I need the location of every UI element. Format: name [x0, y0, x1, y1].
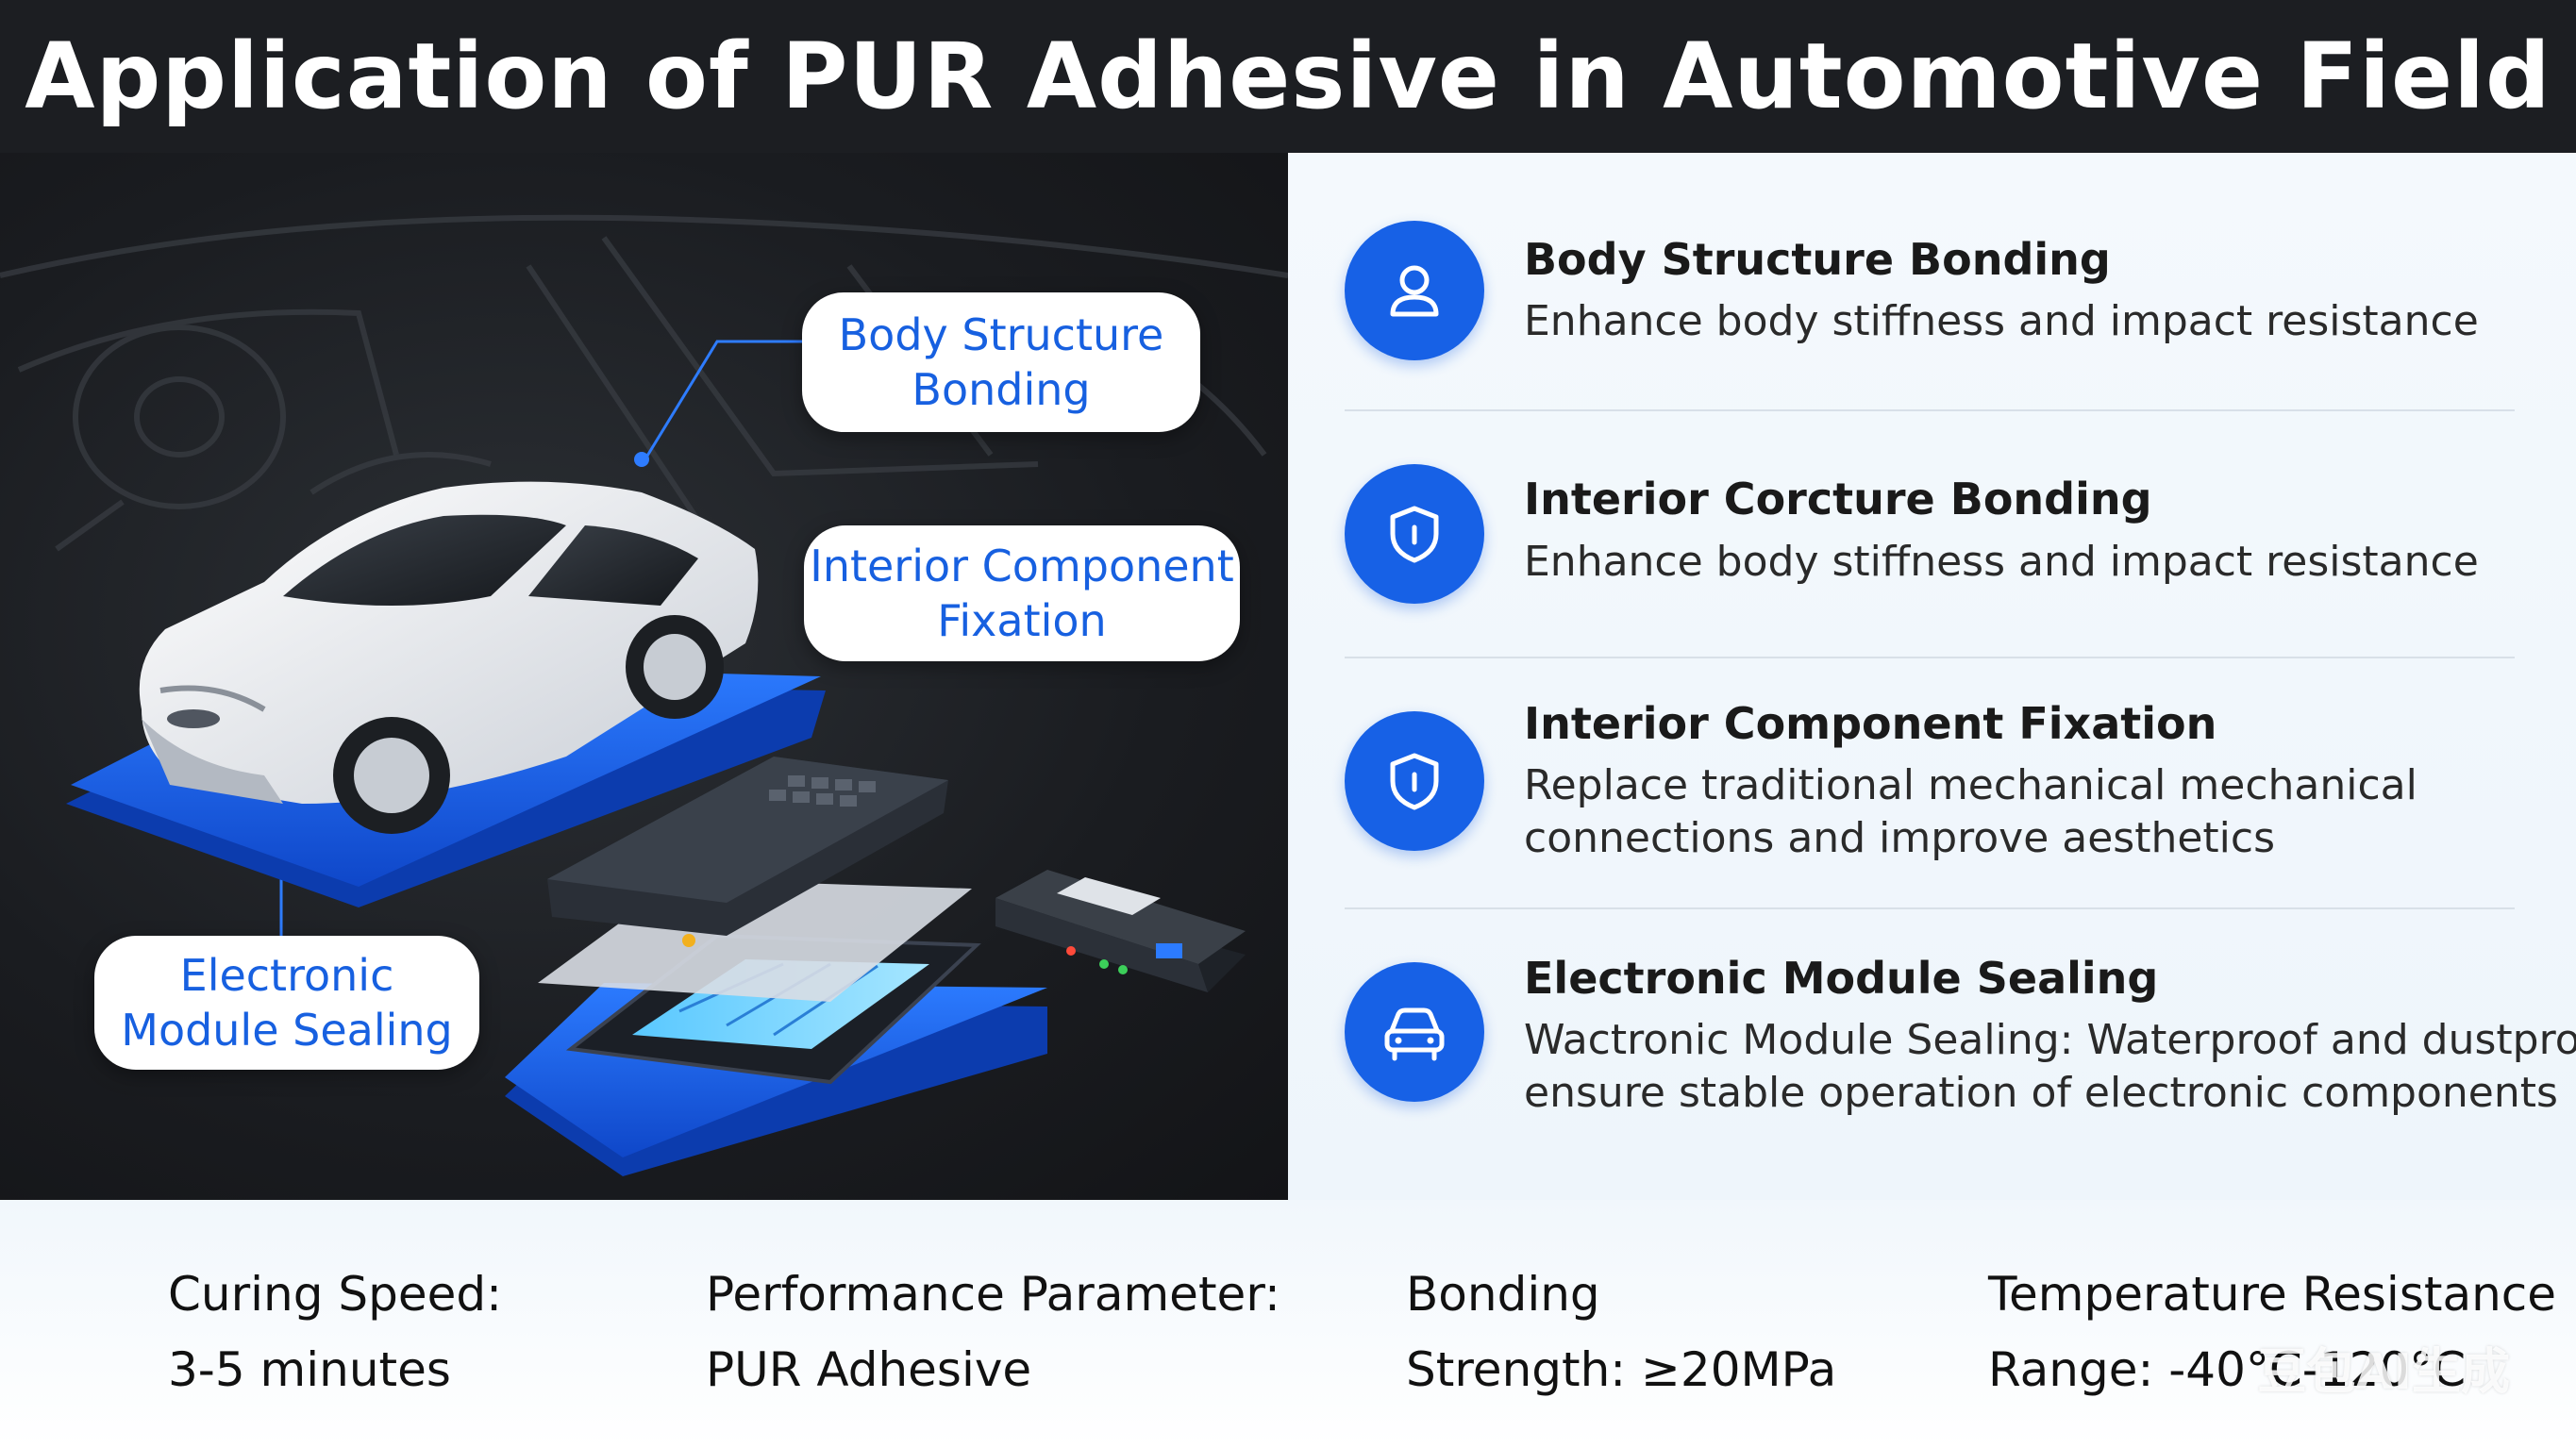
spec-value: Range: -40°C-120°C [1988, 1342, 2467, 1397]
spec-value: PUR Adhesive [706, 1342, 1032, 1397]
spec-temperature-resistance: Temperature Resistance Range: -40°C-120°… [1988, 1257, 2556, 1407]
connector-dot [634, 452, 649, 467]
divider [1345, 907, 2515, 909]
callout-line: Module Sealing [121, 1005, 453, 1056]
control-unit-box [995, 870, 1246, 992]
application-description: ensure stable operation of electronic co… [1524, 1069, 2558, 1117]
applications-list: Body Structure Bonding Enhance body stif… [1288, 153, 2576, 1200]
callout-electronic-module-sealing: Electronic Module Sealing [94, 936, 479, 1070]
spec-performance-parameter: Performance Parameter: PUR Adhesive [706, 1257, 1280, 1407]
callout-line: Electronic [179, 950, 394, 1001]
spec-bonding-strength: Bonding Strength: ≥20MPa [1406, 1257, 1836, 1407]
car-model [139, 481, 759, 834]
spec-curing-speed: Curing Speed: 3-5 minutes [168, 1257, 502, 1407]
spec-value: Strength: ≥20MPa [1406, 1342, 1837, 1397]
application-title: Interior Component Fixation [1524, 698, 2217, 749]
application-description: Enhance body stiffness and impact resist… [1524, 297, 2479, 345]
callout-line: Bonding [912, 364, 1091, 415]
callout-body-structure-bonding: Body Structure Bonding [802, 292, 1200, 432]
callout-line: Fixation [937, 595, 1107, 646]
application-description: Wactronic Module Sealing: Waterproof and… [1524, 1016, 2576, 1064]
watermark: 豆包AI生成 [2257, 1344, 2510, 1401]
callout-line: Body Structure [838, 309, 1164, 360]
spec-value: 3-5 minutes [168, 1342, 451, 1397]
spec-label: Curing Speed: [168, 1267, 502, 1322]
spec-label: Performance Parameter: [706, 1267, 1280, 1322]
page-title: Application of PUR Adhesive in Automotiv… [25, 24, 2551, 129]
spec-label: Temperature Resistance [1988, 1267, 2557, 1322]
car-illustration [0, 214, 1288, 1176]
interior-background [0, 214, 1288, 552]
application-title: Electronic Module Sealing [1524, 953, 2159, 1004]
header-bar: Application of PUR Adhesive in Automotiv… [0, 0, 2576, 153]
shield-icon [1345, 711, 1484, 851]
car-illustration-panel: Body Structure Bonding Interior Componen… [0, 153, 1288, 1200]
divider [1345, 657, 2515, 658]
specs-footer: Curing Speed: 3-5 minutes Performance Pa… [0, 1200, 2576, 1448]
application-description: Enhance body stiffness and impact resist… [1524, 538, 2479, 586]
callout-interior-component-fixation: Interior Component Fixation [804, 525, 1240, 661]
application-description: connections and improve aesthetics [1524, 814, 2276, 862]
person-icon [1345, 221, 1484, 360]
electronic-module [547, 757, 948, 936]
application-title: Body Structure Bonding [1524, 234, 2111, 285]
spec-label: Bonding [1406, 1267, 1600, 1322]
application-title: Interior Corcture Bonding [1524, 474, 2152, 524]
car-front-icon [1345, 962, 1484, 1102]
callout-line: Interior Component [810, 541, 1234, 591]
application-description: Replace traditional mechanical mechanica… [1524, 761, 2417, 809]
shield-icon [1345, 464, 1484, 604]
divider [1345, 409, 2515, 411]
